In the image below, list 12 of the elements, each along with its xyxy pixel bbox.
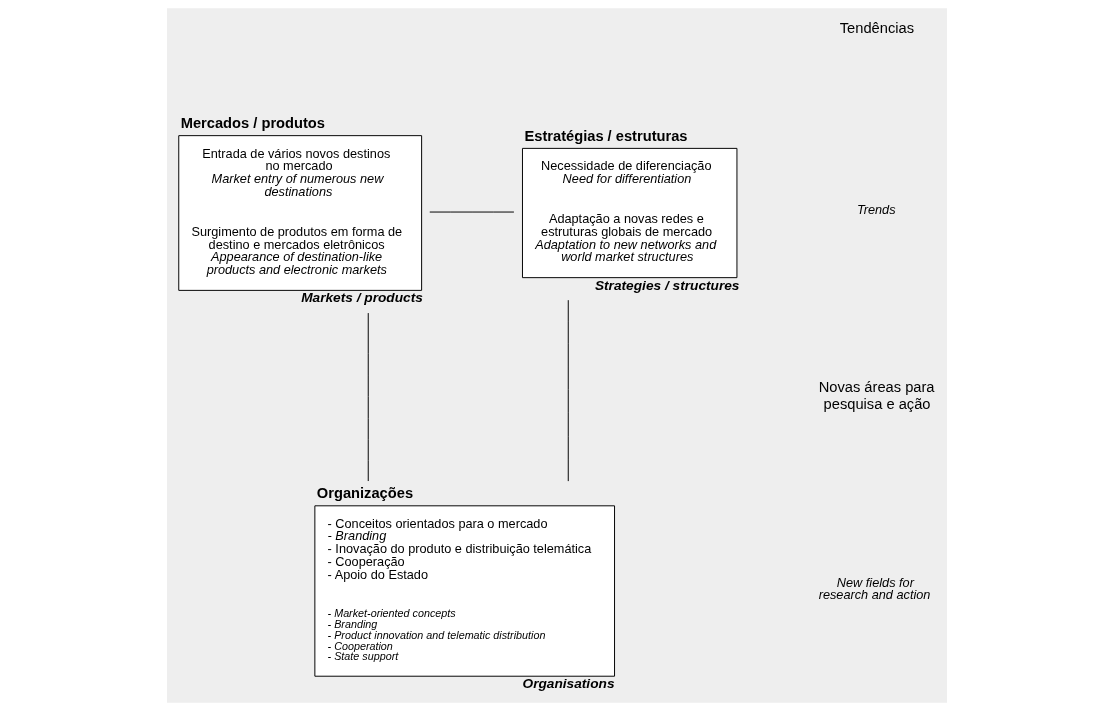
node-label: Mercados / produtos bbox=[180, 114, 326, 131]
node-label: Organisations bbox=[522, 676, 615, 692]
label: Trends bbox=[856, 202, 896, 218]
label: Novas áreas para pesquisa e ação bbox=[818, 379, 935, 412]
node-label: Organizações bbox=[316, 484, 414, 501]
connector bbox=[367, 312, 369, 482]
connector bbox=[567, 299, 569, 482]
label: Tendências bbox=[839, 20, 914, 37]
node-label: Estratégias / estruturas bbox=[524, 127, 688, 144]
label: New fields for research and action bbox=[818, 574, 931, 603]
node-label: Strategies / structures bbox=[594, 277, 740, 293]
node-label: Markets / products bbox=[301, 290, 423, 306]
